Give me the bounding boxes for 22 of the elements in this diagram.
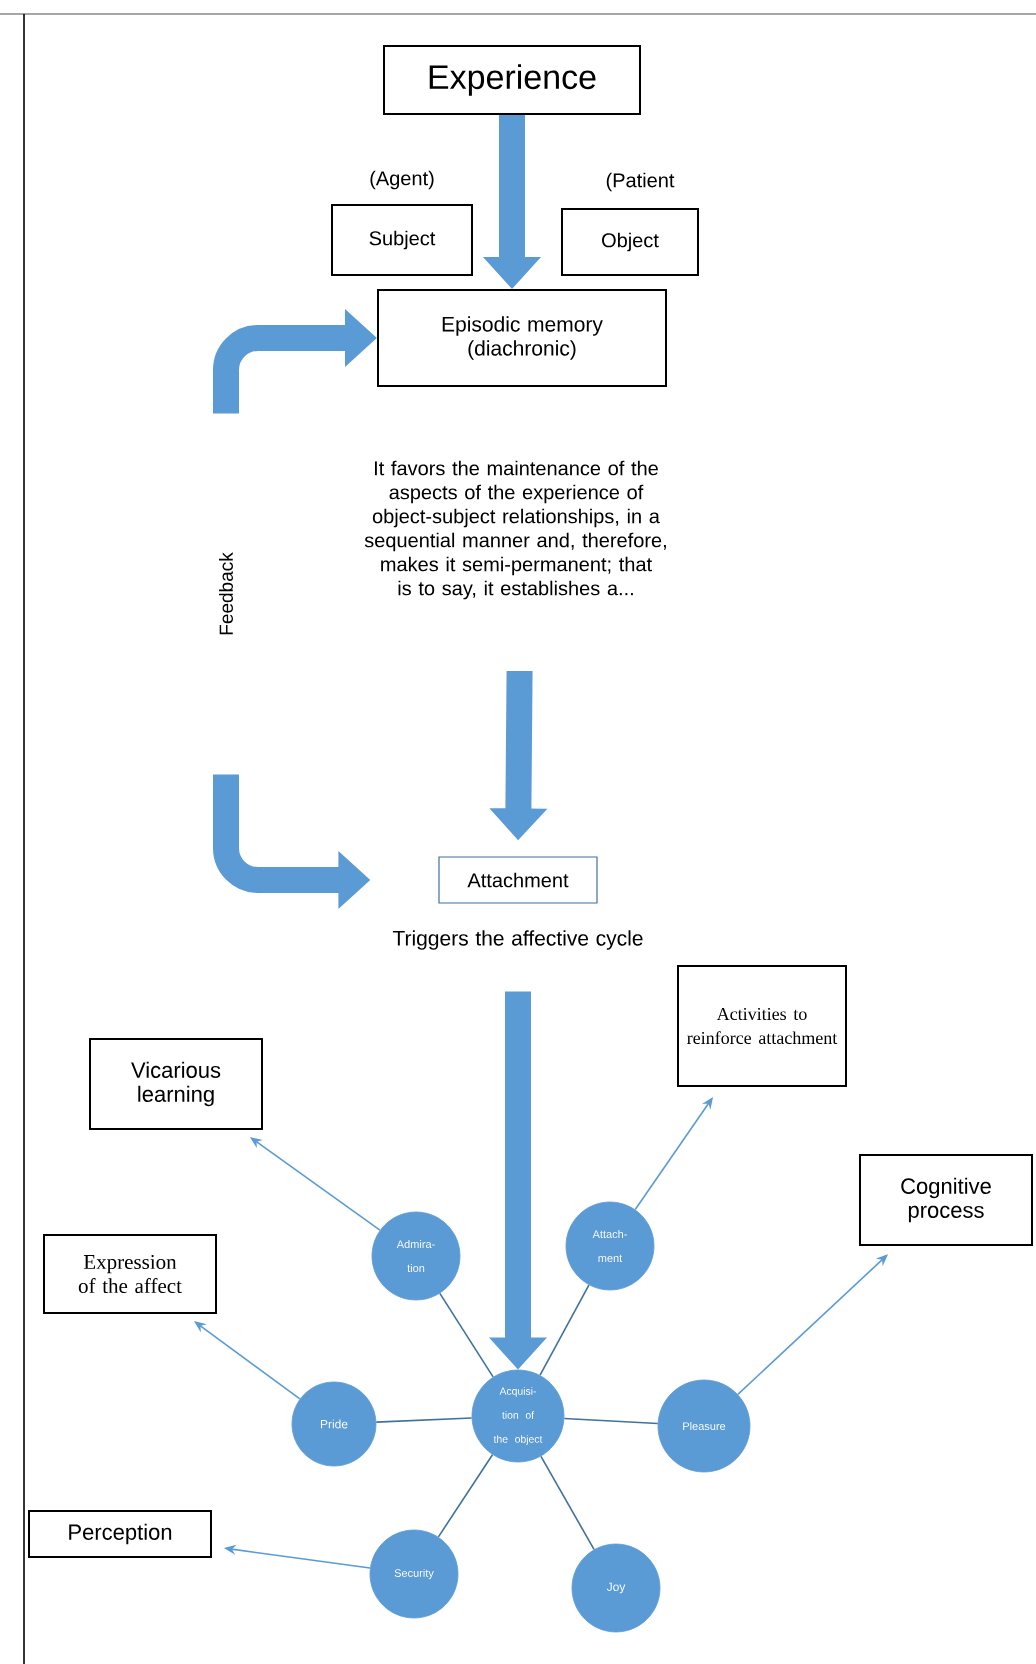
text-box: Object	[561, 208, 699, 276]
title-box: Experience	[383, 45, 641, 115]
connector-line	[563, 1417, 659, 1425]
text-box: Vicarious learning	[89, 1038, 263, 1130]
role-label: (Agent)	[370, 170, 434, 190]
rotated-label: Feedback	[219, 552, 233, 635]
text-box: Expression of the affect	[43, 1234, 217, 1314]
connector-line	[540, 1455, 595, 1551]
text-box: Cognitive process	[859, 1154, 1033, 1246]
role-label: (Patient	[606, 172, 675, 192]
arrow	[194, 1321, 301, 1400]
text-box: Episodic memory (diachronic)	[377, 289, 667, 387]
connector-line	[539, 1284, 590, 1376]
text-box: Perception	[28, 1510, 212, 1558]
text-box: Subject	[331, 204, 473, 276]
text-box: Attachment	[438, 856, 598, 904]
caption-text: Triggers the affective cycle	[392, 930, 643, 950]
text-box: Activities to reinforce attachment	[677, 965, 847, 1087]
connector-line	[375, 1417, 473, 1423]
connector-line	[437, 1453, 494, 1538]
description-text: It favors the maintenance of the aspects of the experience of object-subject relationships, in a sequential manner and, therefore, makes it semi-permanent; that is to say, it establishes a...	[364, 460, 666, 600]
connector-line	[439, 1292, 494, 1378]
